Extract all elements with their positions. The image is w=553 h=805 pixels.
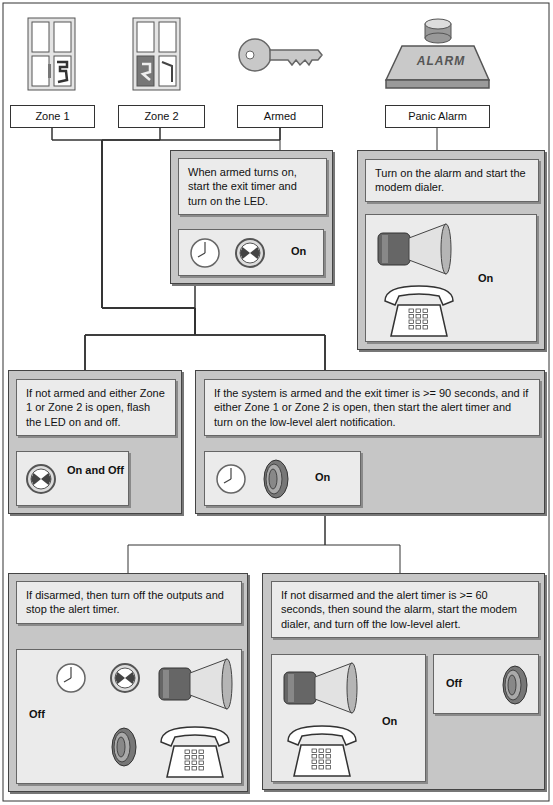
alarm-horn-icon (157, 656, 235, 712)
alarm-horn-icon (282, 660, 360, 716)
led-icon (234, 237, 266, 269)
input-name: Armed (261, 108, 299, 125)
button-label: ALARM (402, 54, 480, 68)
rule-panel: If disarmed, then turn off the outputs a… (8, 573, 248, 792)
output-box: On (271, 654, 426, 782)
icon-holder (282, 660, 360, 718)
timer-icon (55, 662, 87, 694)
condition-text: If disarmed, then turn off the outputs a… (16, 581, 242, 624)
door-icon (28, 18, 75, 90)
icon-holder (109, 662, 141, 696)
icon-holder (234, 237, 266, 271)
alert-siren-icon (500, 664, 530, 706)
connector-line (437, 128, 438, 150)
rule-panel: Turn on the alarm and start the modem di… (357, 150, 545, 350)
icon-holder (381, 279, 457, 341)
output-state: On (382, 715, 412, 729)
icon-holder (55, 662, 87, 696)
connector-line (195, 284, 325, 370)
output-box: On (204, 451, 361, 506)
output-box: Off (16, 649, 242, 784)
alert-siren-icon (261, 458, 291, 500)
input-name: Zone 1 (32, 108, 72, 125)
output-box: On (365, 214, 537, 342)
connector-line (85, 284, 195, 370)
icon-holder (157, 656, 235, 714)
door-icon (133, 18, 180, 90)
condition-text: Turn on the alarm and start the modem di… (365, 159, 539, 202)
input-label: Zone 2 (118, 105, 205, 128)
panic-button-icon (386, 19, 489, 88)
icon-holder (215, 463, 247, 497)
condition-text: If the system is armed and the exit time… (204, 379, 540, 436)
output-box: On (178, 229, 324, 276)
icon-holder (109, 726, 139, 770)
rule-panel: When armed turns on, start the exit time… (170, 150, 333, 284)
connector-line (128, 514, 325, 573)
icon-holder (376, 221, 454, 279)
modem-phone-icon (157, 720, 233, 780)
modem-phone-icon (284, 719, 360, 779)
outer-frame (3, 3, 549, 801)
rule-panel: If not armed and either Zone 1 or Zone 2… (8, 370, 182, 514)
icon-holder (261, 458, 291, 502)
condition-text: If not armed and either Zone 1 or Zone 2… (16, 379, 176, 436)
alarm-horn-icon (376, 221, 454, 277)
timer-icon (189, 237, 221, 269)
timer-icon (215, 463, 247, 495)
output-state: Off (446, 677, 476, 691)
led-icon (25, 463, 57, 495)
key-icon (239, 39, 322, 71)
input-label: Panic Alarm (385, 105, 490, 128)
output-state: Off (29, 708, 59, 722)
condition-text: If not disarmed and the alert timer is >… (271, 581, 539, 638)
input-label: Armed (237, 105, 323, 128)
icon-holder (157, 720, 233, 782)
modem-phone-icon (381, 279, 457, 339)
input-name: Zone 2 (141, 108, 181, 125)
condition-text: When armed turns on, start the exit time… (178, 158, 327, 215)
output-state: On (315, 471, 345, 485)
input-name: Panic Alarm (405, 108, 470, 125)
led-icon (109, 662, 141, 694)
alert-siren-icon (109, 726, 139, 768)
icon-holder (284, 719, 360, 781)
output-state: On (478, 272, 508, 286)
output-state: On (291, 245, 321, 259)
output-box: On and Off (16, 451, 129, 506)
icon-holder (25, 463, 57, 497)
input-label: Zone 1 (10, 105, 95, 128)
rule-panel: If the system is armed and the exit time… (195, 370, 545, 514)
output-box: Off (433, 654, 539, 714)
output-state: On and Off (67, 464, 126, 478)
rule-panel: If not disarmed and the alert timer is >… (262, 573, 545, 790)
icon-holder (500, 664, 530, 708)
connector-line (325, 514, 400, 573)
icon-holder (189, 237, 221, 271)
